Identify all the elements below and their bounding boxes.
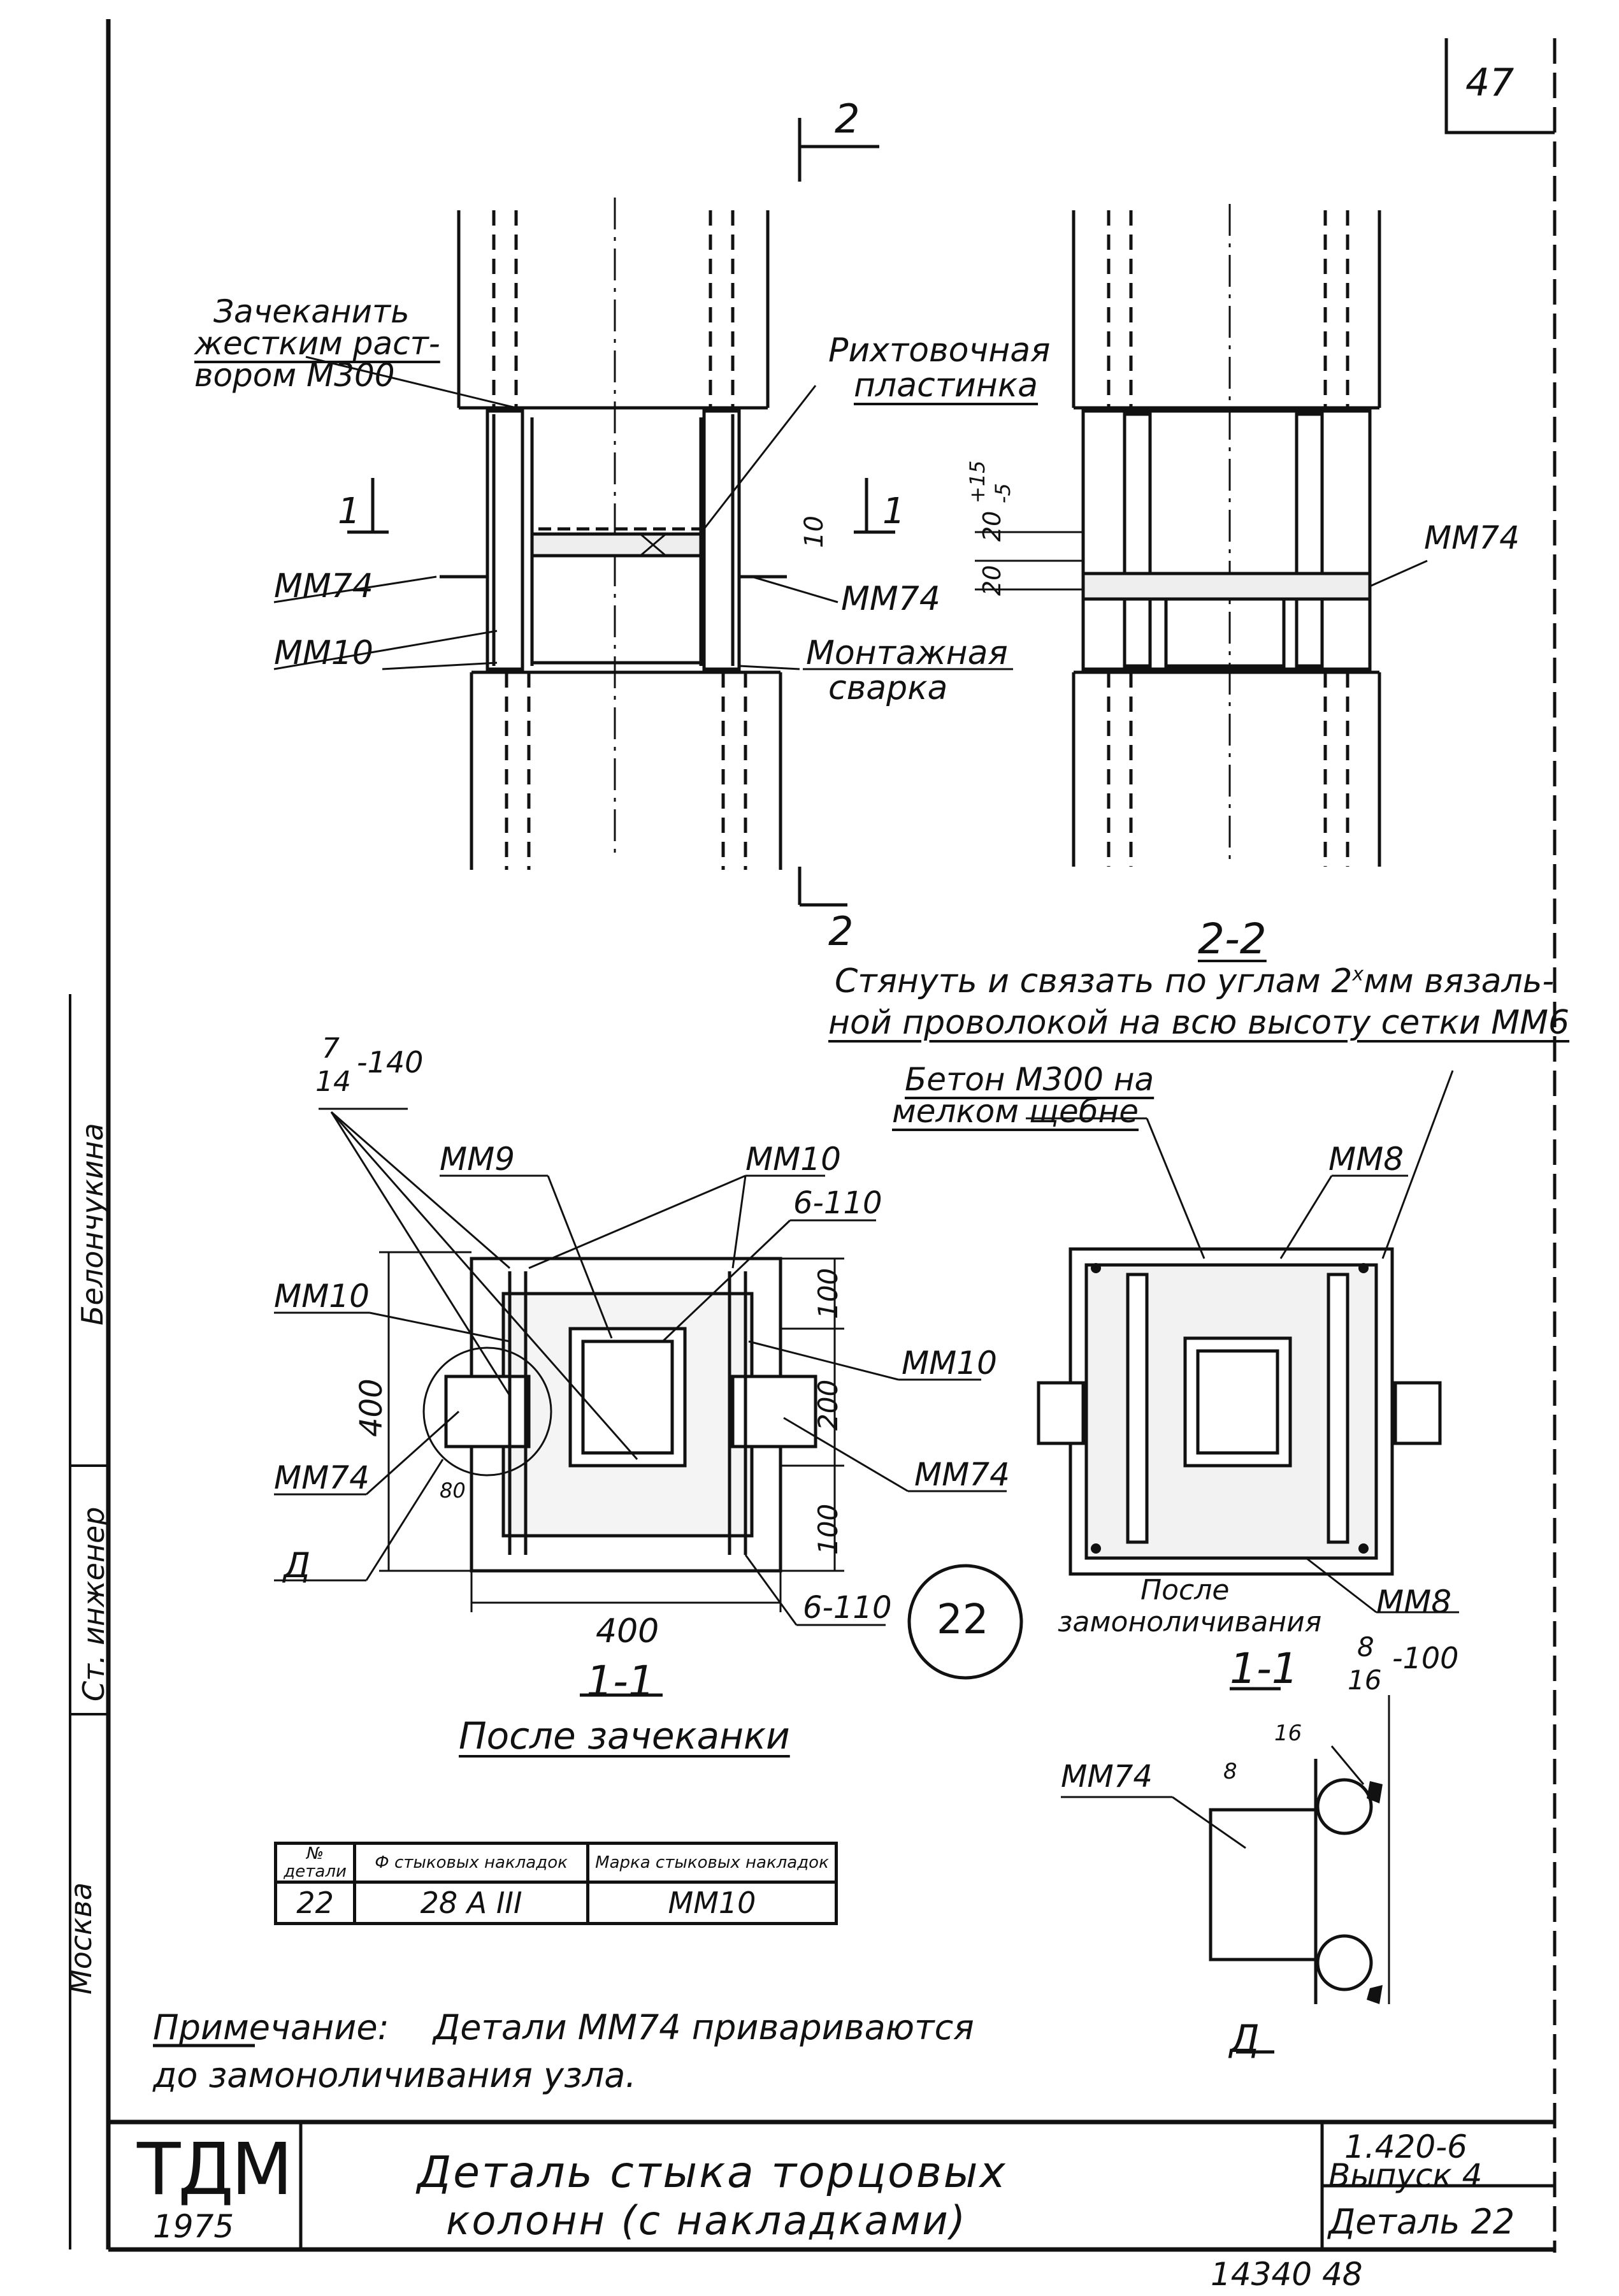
weld-note-line2: сварка <box>828 669 948 707</box>
cut-1-mark-right: 1 <box>882 491 905 532</box>
dim-20-tolerance: 20 <box>978 510 1006 542</box>
concrete-note-line2: мелком щебне <box>892 1093 1139 1130</box>
plate-note-line2: пластинка <box>854 366 1039 405</box>
tie-note-line2: ной проволокой на всю высоту сетки ММ6 <box>828 1004 1570 1042</box>
dim-100-top: 100 <box>812 1267 844 1319</box>
detail-d-weld-numerator: 8 <box>1357 1631 1374 1663</box>
concrete-note-line1: Бетон М300 на <box>905 1061 1155 1098</box>
label-mm10-elevation: ММ10 <box>274 634 373 672</box>
note-text-line1: Детали ММ74 привариваются <box>433 2007 974 2047</box>
after-note-line1: После <box>1140 1574 1230 1606</box>
detail-d-dim-16: 16 <box>1274 1721 1302 1746</box>
detail-d-weld-denominator: 16 <box>1348 1664 1382 1696</box>
section-1-1-subtitle-left: После зачеканки <box>459 1714 790 1758</box>
spec-table-cell-diameter: 28 А III <box>353 1881 589 1925</box>
dim-20: 20 <box>978 565 1006 596</box>
section-2-2-title: 2-2 <box>1198 914 1267 964</box>
drawing-title-line1: Деталь стыка торцовых <box>417 2148 1007 2198</box>
stamp-role: Ст. инженер <box>76 1506 111 1701</box>
caulk-note-line3: вором М300 <box>194 357 395 394</box>
label-mm74-right: ММ74 <box>841 580 940 618</box>
label-mm74-left: ММ74 <box>274 567 373 605</box>
label-mm10-top: ММ10 <box>745 1141 841 1178</box>
weld-spec-denominator: 14 <box>315 1065 351 1098</box>
label-mm74-right-section: ММ74 <box>914 1456 1010 1493</box>
detail-label: Деталь 22 <box>1328 2202 1515 2242</box>
dim-400-horizontal: 400 <box>596 1612 659 1650</box>
spec-table-cell-detail: 22 <box>273 1881 357 1925</box>
label-mm9: ММ9 <box>440 1141 515 1178</box>
org-logo: ТДМ <box>137 2128 293 2211</box>
dim-100-bottom: 100 <box>812 1503 844 1555</box>
cut-2-mark-top: 2 <box>835 96 860 142</box>
weld-6-110-top: 6-110 <box>793 1185 882 1221</box>
spec-table-header-diameter: Ф стыковых накладок <box>353 1842 589 1884</box>
caulk-note-line1: Зачеканить <box>213 293 410 330</box>
issue-number: Выпуск 4 <box>1328 2157 1483 2194</box>
note-label: Примечание: <box>153 2007 389 2047</box>
tie-note-line1: Стянуть и связать по углам 2xмм вязаль- <box>835 962 1554 1000</box>
label-mm10-left: ММ10 <box>274 1278 370 1315</box>
plate-note-line1: Рихтовочная <box>828 331 1051 370</box>
spec-table: № детали Ф стыковых накладок Марка стыко… <box>273 1842 838 1925</box>
weld-note-line1: Монтажная <box>806 634 1008 672</box>
section-1-1-title-right: 1-1 <box>1230 1644 1299 1693</box>
spec-table-header-detail: № детали <box>273 1842 357 1884</box>
page-number: 47 <box>1465 61 1515 105</box>
detail-d-title: Д <box>1230 2017 1260 2061</box>
after-note-line2: замоноличивания <box>1058 1606 1322 1638</box>
label-mm74-section-2-2: ММ74 <box>1424 519 1520 556</box>
tie-note-line1-rest: мм вязаль- <box>1364 962 1555 1000</box>
spec-table-header-mark: Марка стыковых накладок <box>586 1842 838 1884</box>
dim-80: 80 <box>440 1478 466 1503</box>
spec-table-cell-mark: ММ10 <box>586 1881 838 1925</box>
stamp-city: Москва <box>64 1882 98 1995</box>
dim-tolerance-lower: -5 <box>991 483 1015 503</box>
label-mm74-left-section: ММ74 <box>274 1459 370 1496</box>
label-detail-d: Д <box>284 1545 311 1585</box>
dim-400-vertical: 400 <box>354 1378 389 1437</box>
series-code: 1.420-6 <box>1344 2128 1467 2165</box>
label-mm8-top: ММ8 <box>1328 1141 1404 1178</box>
detail-d-weld-length: -100 <box>1392 1641 1459 1675</box>
weld-6-110-bottom: 6-110 <box>803 1590 892 1626</box>
detail-d-label-mm74: ММ74 <box>1061 1759 1153 1794</box>
stamp-name: Белончукина <box>75 1123 110 1325</box>
tie-note-sup: x <box>1352 963 1364 986</box>
note-text-line2: до замоноличивания узла. <box>153 2055 637 2095</box>
tie-note-line1-text: Стянуть и связать по углам 2 <box>835 962 1353 1000</box>
label-mm10-right: ММ10 <box>902 1345 997 1382</box>
label-mm8-bottom: ММ8 <box>1376 1584 1452 1621</box>
drawing-title-line2: колонн (с накладками) <box>446 2197 967 2244</box>
detail-number: 22 <box>937 1596 989 1643</box>
archive-number: 14340 48 <box>1211 2256 1363 2293</box>
dim-200: 200 <box>812 1379 844 1431</box>
year: 1975 <box>153 2208 234 2245</box>
detail-d-dim-8: 8 <box>1223 1759 1237 1784</box>
caulk-note-line2: жестким раст- <box>194 325 440 362</box>
section-1-1-title-left: 1-1 <box>586 1657 655 1706</box>
cut-2-mark-bottom: 2 <box>828 908 854 955</box>
dim-tolerance-upper: +15 <box>965 460 989 503</box>
dim-10: 10 <box>800 516 829 548</box>
weld-spec-numerator: 7 <box>322 1032 340 1065</box>
weld-spec-length: -140 <box>357 1045 424 1079</box>
cut-1-mark-left: 1 <box>338 491 361 532</box>
